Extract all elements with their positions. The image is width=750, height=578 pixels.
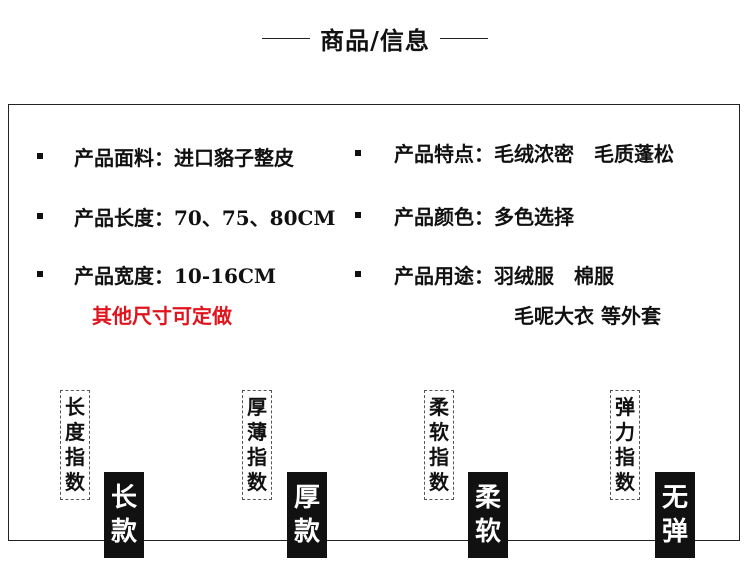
bullet-icon	[355, 212, 361, 218]
softness-index-value: 柔软	[468, 472, 508, 558]
heading-left-rule	[262, 37, 311, 39]
spec-length: 产品长度：70、75、80CM	[74, 205, 336, 230]
thickness-index-label: 厚薄指数	[242, 390, 272, 500]
spec-material: 产品面料：进口貉子整皮	[74, 145, 294, 170]
heading-right-rule	[439, 37, 488, 39]
section-heading: 商品/信息	[0, 18, 750, 58]
bullet-icon	[37, 153, 43, 159]
softness-index-label: 柔软指数	[424, 390, 454, 500]
bullet-icon	[355, 150, 361, 156]
bullet-icon	[37, 213, 43, 219]
spec-usage: 产品用途：羽绒服 棉服	[394, 263, 614, 288]
spec-usage-continued: 毛呢大衣 等外套	[514, 303, 661, 328]
spec-color: 产品颜色：多色选择	[394, 204, 574, 229]
spec-width: 产品宽度：10-16CM	[74, 263, 277, 288]
elasticity-index-label: 弹力指数	[610, 390, 640, 500]
bullet-icon	[355, 271, 361, 277]
custom-size-note: 其他尺寸可定做	[92, 303, 232, 328]
elasticity-index-value: 无弹	[655, 472, 695, 558]
section-title: 商品/信息	[320, 25, 430, 55]
bullet-icon	[37, 271, 43, 277]
thickness-index-value: 厚款	[287, 472, 327, 558]
spec-frame	[8, 104, 740, 541]
spec-features: 产品特点：毛绒浓密 毛质蓬松	[394, 141, 674, 166]
length-index-label: 长度指数	[60, 390, 90, 500]
length-index-value: 长款	[104, 472, 144, 558]
